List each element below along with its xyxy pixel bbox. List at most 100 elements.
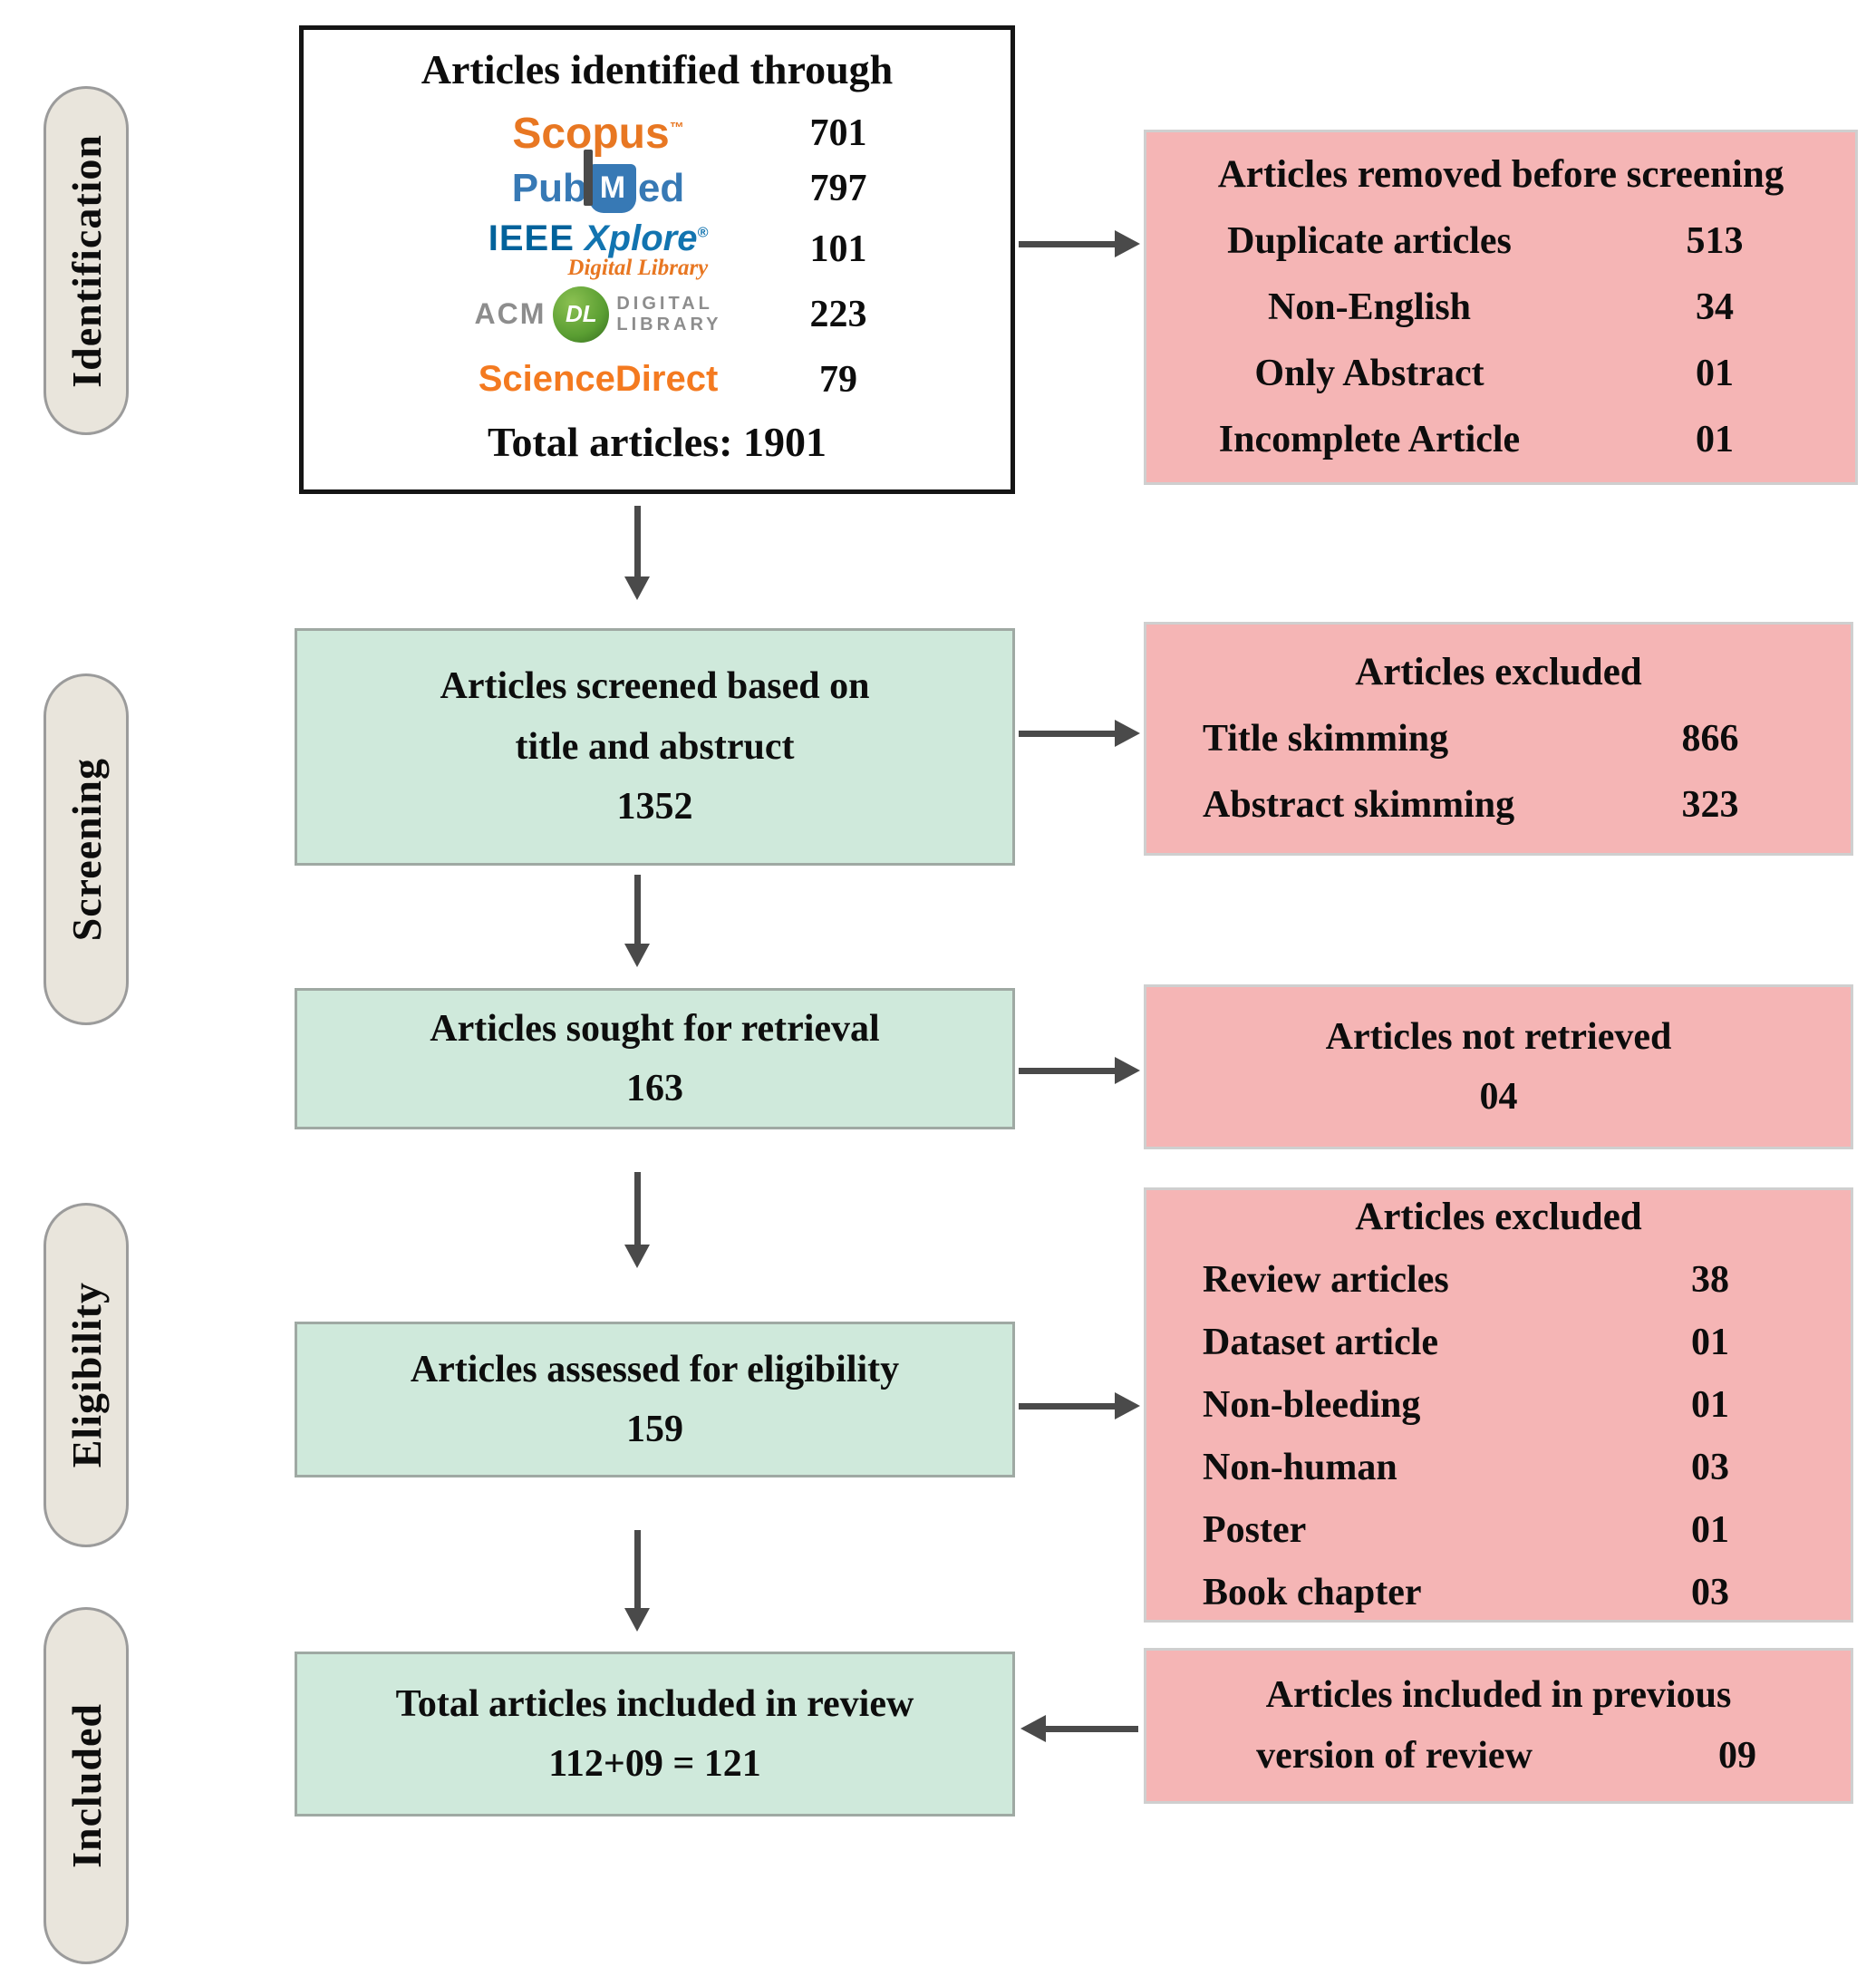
removed-count: 01 [1696,353,1734,395]
previous-version-box: Articles included in previous version of… [1144,1648,1853,1804]
included-review-box: Total articles included in review 112+09… [295,1652,1015,1816]
excluded-eligibility-label: Book chapter [1203,1572,1422,1614]
ieee-xplore-logo: IEEE Xplore® Digital Library [440,218,757,281]
excluded-eligibility-count: 03 [1691,1572,1729,1614]
arrow-sought-to-not-retrieved [1019,1057,1140,1084]
not-retrieved-line1: Articles not retrieved [1325,1015,1672,1058]
removed-row: Only Abstract 01 [1156,345,1846,402]
sought-count: 163 [626,1068,683,1109]
excluded-eligibility-row: Dataset article 01 [1156,1314,1842,1371]
excluded-eligibility-row: Book chapter 03 [1156,1565,1842,1622]
identified-title: Articles identified through [421,46,894,92]
assessed-box: Articles assessed for eligibility 159 [295,1322,1015,1477]
pubmed-ed-text: ed [637,165,685,210]
excluded-eligibility-box: Articles excluded Review articles 38 Dat… [1144,1187,1853,1623]
included-review-line1: Total articles included in review [395,1682,914,1725]
stage-included-label: Included [63,1703,110,1868]
arrow-identified-to-screened [624,506,650,600]
arrow-assessed-to-excluded [1019,1392,1140,1419]
stage-screening: Screening [44,673,129,1025]
excluded-eligibility-row: Non-bleeding 01 [1156,1377,1842,1434]
excluded-eligibility-title: Articles excluded [1355,1195,1642,1238]
acm-text: ACM [474,297,546,331]
excluded-eligibility-label: Non-human [1203,1447,1397,1489]
pubmed-bookmark-icon [583,149,593,206]
ieee-digital-library-text: Digital Library [567,255,709,280]
source-row-ieee: IEEE Xplore® Digital Library 101 [304,218,1011,281]
identified-total: Total articles: 1901 [488,418,827,465]
arrow-previous-to-included [1020,1715,1138,1742]
stage-identification-label: Identification [63,133,110,388]
excluded-eligibility-label: Non-bleeding [1203,1384,1421,1427]
excluded-eligibility-count: 03 [1691,1447,1729,1489]
arrow-assessed-to-included [624,1530,650,1632]
acm-count: 223 [809,293,867,335]
excluded-screening-count: 323 [1681,784,1739,827]
excluded-eligibility-count: 01 [1691,1384,1729,1427]
previous-version-count: 09 [1718,1735,1756,1777]
xplore-text: Xplore [585,218,698,258]
removed-label: Duplicate articles [1227,220,1512,263]
ieee-reg-mark: ® [697,225,709,241]
pubmed-pub-text: Pub [511,165,587,210]
stage-eligibility-label: Eligibility [63,1282,110,1468]
excluded-eligibility-row: Poster 01 [1156,1502,1842,1559]
excluded-eligibility-count: 38 [1691,1259,1729,1302]
identified-box: Articles identified through Scopus™ 701 … [299,25,1015,494]
not-retrieved-box: Articles not retrieved 04 [1144,984,1853,1149]
removed-count: 01 [1696,419,1734,461]
excluded-screening-count: 866 [1681,718,1739,760]
removed-count: 513 [1686,220,1744,263]
acm-digital-text: DIGITAL [616,293,713,314]
excluded-screening-box: Articles excluded Title skimming 866 Abs… [1144,622,1853,856]
acm-dl-text: DL [566,300,597,328]
previous-version-line1: Articles included in previous [1265,1674,1732,1716]
stage-screening-label: Screening [63,757,110,942]
screened-line1: Articles screened based on [440,665,870,708]
sciencedirect-count: 79 [819,358,857,401]
stage-identification: Identification [44,86,129,435]
excluded-eligibility-label: Poster [1203,1509,1307,1552]
excluded-eligibility-label: Review articles [1203,1259,1449,1302]
arrow-identified-to-removed [1019,230,1140,257]
excluded-eligibility-row: Non-human 03 [1156,1439,1842,1497]
arrow-sought-to-assessed [624,1172,650,1268]
assessed-line1: Articles assessed for eligibility [410,1348,900,1390]
sought-line1: Articles sought for retrieval [430,1007,880,1050]
excluded-screening-row: Abstract skimming 323 [1156,777,1842,834]
included-review-line2: 112+09 = 121 [548,1743,761,1785]
excluded-eligibility-count: 01 [1691,1509,1729,1552]
screened-count: 1352 [616,786,693,828]
removed-label: Non-English [1267,286,1472,329]
acm-dl-circle-icon: DL [553,286,610,343]
scopus-tm: ™ [669,120,684,136]
removed-row: Incomplete Article 01 [1156,412,1846,469]
excluded-screening-label: Title skimming [1203,718,1449,760]
arrow-screened-to-excluded [1019,720,1140,747]
stage-eligibility: Eligibility [44,1203,129,1547]
sciencedirect-text: ScienceDirect [478,359,719,400]
ieee-text: IEEE [488,218,575,258]
source-row-scopus: Scopus™ 701 [304,109,1011,159]
removed-title: Articles removed before screening [1217,152,1784,196]
pubmed-m-text: M [599,170,626,206]
removed-row: Non-English 34 [1156,279,1846,336]
arrow-screened-to-sought [624,875,650,967]
pubmed-book-icon: M [583,149,636,213]
removed-row: Duplicate articles 513 [1156,213,1846,270]
scopus-logo: Scopus™ [440,109,757,159]
sought-box: Articles sought for retrieval 163 [295,988,1015,1129]
excluded-screening-row: Title skimming 866 [1156,711,1842,768]
stage-included: Included [44,1607,129,1964]
excluded-screening-title: Articles excluded [1355,650,1642,693]
assessed-count: 159 [626,1409,683,1450]
previous-version-row: version of review 09 [1156,1728,1842,1785]
removed-before-screening-box: Articles removed before screening Duplic… [1144,130,1858,485]
ieee-count: 101 [809,228,867,271]
removed-count: 34 [1696,286,1734,329]
